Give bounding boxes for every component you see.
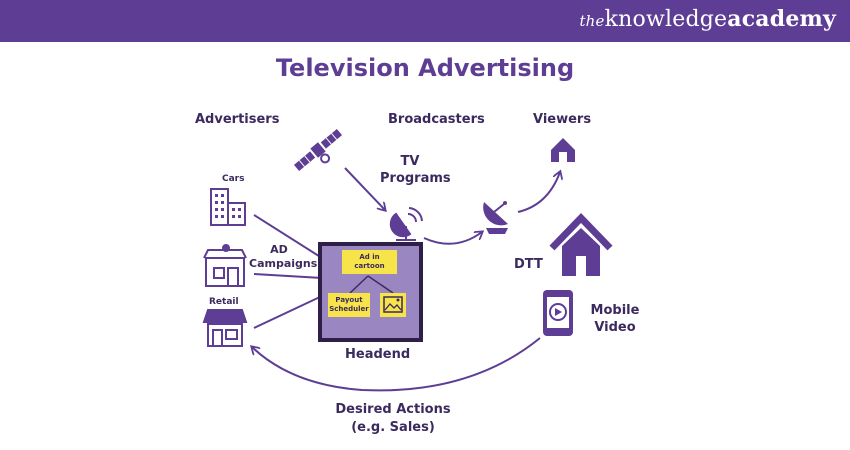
tv-programs-line2: Programs — [380, 171, 451, 186]
headend-tree-right — [367, 275, 394, 294]
headend-box — [318, 242, 423, 342]
retail-label: Retail — [209, 297, 239, 307]
desired-actions-arrow — [252, 337, 541, 392]
mobile-video-line2: Video — [594, 320, 636, 335]
ad-in-cartoon-note: Ad in cartoon — [342, 250, 397, 274]
headend-tree-left — [349, 275, 369, 294]
retail-connector — [253, 295, 323, 329]
tv-programs-line1: TV — [400, 154, 420, 169]
payout-scheduler-note: Payout Scheduler — [328, 293, 370, 317]
mobile-video-label: Mobile Video — [590, 302, 640, 336]
image-icon — [380, 293, 406, 317]
advertisers-label: Advertisers — [195, 112, 280, 127]
market-connector — [253, 273, 323, 279]
broadcasters-label: Broadcasters — [388, 112, 485, 127]
payout-line2: Scheduler — [329, 305, 369, 313]
viewers-label: Viewers — [533, 112, 592, 127]
ad-campaigns-line2: Campaigns — [249, 257, 318, 270]
house-icon — [549, 212, 613, 276]
ad-campaigns-label: AD Campaigns — [249, 243, 318, 271]
desired-actions-line2: (e.g. Sales) — [351, 420, 435, 435]
ad-in-cartoon-line1: Ad in — [359, 253, 380, 261]
store-icon — [202, 309, 248, 347]
market-icon — [203, 244, 247, 287]
tv-programs-label: TV Programs — [380, 153, 451, 187]
headend-to-dish-arrow — [423, 232, 482, 245]
brand-logo: theknowledgeacademy — [579, 6, 836, 32]
dtt-label: DTT — [514, 257, 543, 272]
desired-actions-label: Desired Actions (e.g. Sales) — [323, 401, 463, 437]
page-title: Television Advertising — [275, 54, 575, 82]
ad-in-cartoon-line2: cartoon — [354, 262, 385, 270]
dish-icon — [483, 201, 508, 234]
headend-label: Headend — [345, 347, 411, 362]
header-bar: theknowledgeacademy — [0, 0, 850, 42]
cars-label: Cars — [222, 174, 245, 184]
mobile-video-line1: Mobile — [590, 303, 640, 318]
building-icon — [210, 188, 246, 226]
dish-to-viewers-arrow — [517, 172, 560, 213]
cars-connector — [253, 214, 323, 259]
house-icon-small — [551, 138, 575, 162]
phone-play-icon — [543, 290, 573, 336]
desired-actions-line1: Desired Actions — [335, 402, 451, 417]
satellite-icon — [293, 128, 343, 172]
satellite-arrow — [344, 167, 385, 210]
ad-campaigns-line1: AD — [270, 243, 288, 256]
antenna-icon — [389, 207, 423, 241]
payout-line1: Payout — [335, 296, 363, 304]
